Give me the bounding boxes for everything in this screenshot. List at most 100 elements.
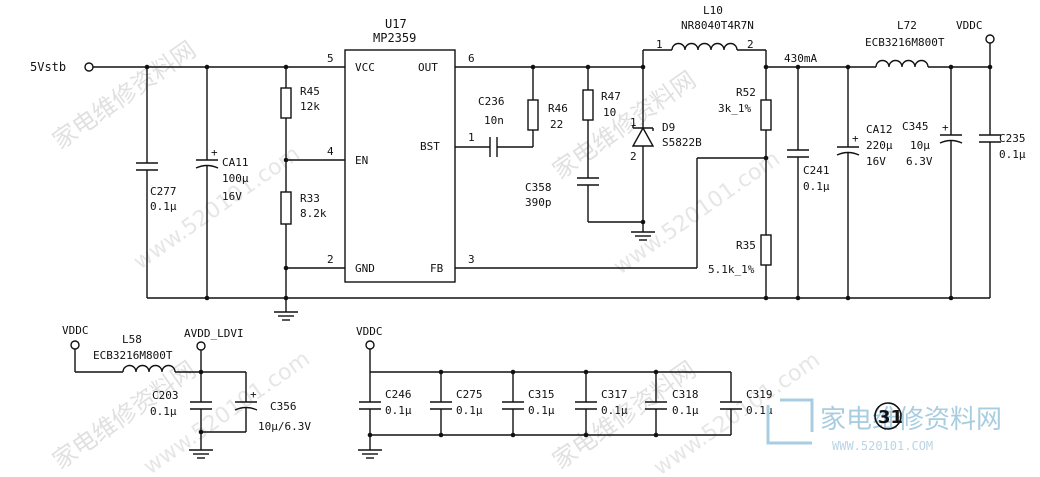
pin-name-en: EN (355, 154, 368, 167)
capacitor-c203: C203 0.1μ (150, 372, 212, 450)
c345-ref: C345 (902, 120, 929, 133)
page-number: 31 (878, 407, 903, 428)
resistor-r46: R46 22 (527, 67, 568, 147)
d9-pin2: 2 (630, 150, 637, 163)
capacitor-c315: C315 0.1μ (502, 369, 555, 438)
watermark-text: 家电维修资料网 (547, 66, 701, 185)
ic-u17: U17 MP2359 5 VCC 4 EN 2 GND 6 OUT 1 BST … (327, 17, 475, 283)
c315-ref: C315 (528, 388, 555, 401)
output-rail: 430mA (763, 52, 876, 70)
logo-url: WWW.520101.COM (832, 439, 933, 453)
c246-value: 0.1μ (385, 404, 412, 417)
c203-ref: C203 (152, 389, 179, 402)
c345-voltage: 6.3V (906, 155, 933, 168)
svg-text:+: + (211, 146, 218, 159)
c235-value: 0.1μ (999, 148, 1026, 161)
c236-value: 10n (484, 114, 504, 127)
svg-text:+: + (852, 132, 859, 145)
capacitor-c319: C319 0.1μ (720, 372, 773, 435)
l10-pin2: 2 (747, 38, 754, 51)
capacitor-c275: C275 0.1μ (430, 369, 483, 438)
fb-trace (455, 157, 766, 269)
vddc-terminal-bank: VDDC (356, 325, 383, 372)
c275-value: 0.1μ (456, 404, 483, 417)
ca11-voltage: 16V (222, 190, 242, 203)
ground-symbol (631, 231, 655, 241)
net-label-vddc: VDDC (956, 19, 983, 32)
pin-name-fb: FB (430, 262, 444, 275)
c358-value: 390p (525, 196, 552, 209)
c277-ref: C277 (150, 185, 177, 198)
c317-ref: C317 (601, 388, 628, 401)
c235-ref: C235 (999, 132, 1026, 145)
pin-number: 2 (327, 253, 334, 266)
capacitor-c246: C246 0.1μ (359, 372, 412, 450)
capacitor-c235: C235 0.1μ (979, 67, 1026, 298)
capacitor-ca11: + CA11 100μ 16V (195, 67, 249, 298)
resistor-r52: R52 3k_1% (718, 67, 772, 235)
input-rail: 5Vstb (30, 60, 345, 74)
inductor-l10: L10 NR8040T4R7N 1 2 (656, 4, 767, 67)
ground-symbol (274, 298, 298, 321)
net-label-5vstb: 5Vstb (30, 60, 66, 74)
site-logo: 家电维修资料网 WWW.520101.COM (766, 398, 1002, 453)
ic-ref: U17 (385, 17, 407, 31)
r45-ref: R45 (300, 85, 320, 98)
ca12-value: 220μ (866, 139, 893, 152)
pin-name-out: OUT (418, 61, 438, 74)
r33-value: 8.2k (300, 207, 327, 220)
capacitor-ca12: + CA12 220μ 16V (836, 67, 893, 298)
r52-ref: R52 (736, 86, 756, 99)
capacitor-c241: C241 0.1μ (787, 67, 830, 298)
capacitor-c236: C236 10n (455, 95, 533, 157)
capacitor-c277: C277 0.1μ (136, 67, 177, 298)
capacitor-c318: C318 0.1μ (645, 369, 699, 438)
ground-symbol (189, 449, 213, 459)
ca12-voltage: 16V (866, 155, 886, 168)
capacitor-c345: + C345 10μ 6.3V (902, 67, 963, 298)
vddc-terminal: VDDC (956, 19, 995, 67)
pin-number: 1 (468, 131, 475, 144)
d9-value: S5822B (662, 136, 702, 149)
r46-ref: R46 (548, 102, 568, 115)
pin-name-gnd: GND (355, 262, 375, 275)
c319-value: 0.1μ (746, 404, 773, 417)
r47-ref: R47 (601, 90, 621, 103)
sw-node (455, 49, 672, 70)
l10-ref: L10 (703, 4, 723, 17)
c317-value: 0.1μ (601, 404, 628, 417)
l72-ref: L72 (897, 19, 917, 32)
logo-text: 家电维修资料网 (820, 405, 1002, 435)
c315-value: 0.1μ (528, 404, 555, 417)
svg-text:+: + (942, 121, 949, 134)
c277-value: 0.1μ (150, 200, 177, 213)
svg-text:+: + (250, 388, 257, 401)
pin-number: 3 (468, 253, 475, 266)
ca12-ref: CA12 (866, 123, 893, 136)
c203-value: 0.1μ (150, 405, 177, 418)
current-label: 430mA (784, 52, 817, 65)
net-label-avdd: AVDD_LDVI (184, 327, 244, 340)
d9-ref: D9 (662, 121, 675, 134)
l58-ref: L58 (122, 333, 142, 346)
resistor-r47: R47 10 (582, 67, 621, 178)
net-label-vddc: VDDC (62, 324, 89, 337)
c241-value: 0.1μ (803, 180, 830, 193)
r46-value: 22 (550, 118, 563, 131)
inductor-l58: L58 ECB3216M800T (93, 333, 246, 375)
l58-value: ECB3216M800T (93, 349, 173, 362)
capacitor-c358: C358 390p (525, 177, 643, 223)
watermark-text: 家电维修资料网 (47, 36, 201, 155)
net-label-vddc: VDDC (356, 325, 383, 338)
pin-number: 4 (327, 145, 334, 158)
ca11-ref: CA11 (222, 156, 249, 169)
resistor-r45: R45 12k (280, 67, 320, 160)
c319-ref: C319 (746, 388, 773, 401)
l10-pin1: 1 (656, 38, 663, 51)
avdd-terminal: AVDD_LDVI (184, 327, 244, 372)
capacitor-c356: + C356 10μ/6.3V (198, 372, 311, 435)
diode-d9: 1 2 D9 S5822B (630, 67, 702, 232)
ic-part: MP2359 (373, 31, 416, 45)
d9-pin1: 1 (630, 116, 637, 129)
l10-value: NR8040T4R7N (681, 19, 754, 32)
